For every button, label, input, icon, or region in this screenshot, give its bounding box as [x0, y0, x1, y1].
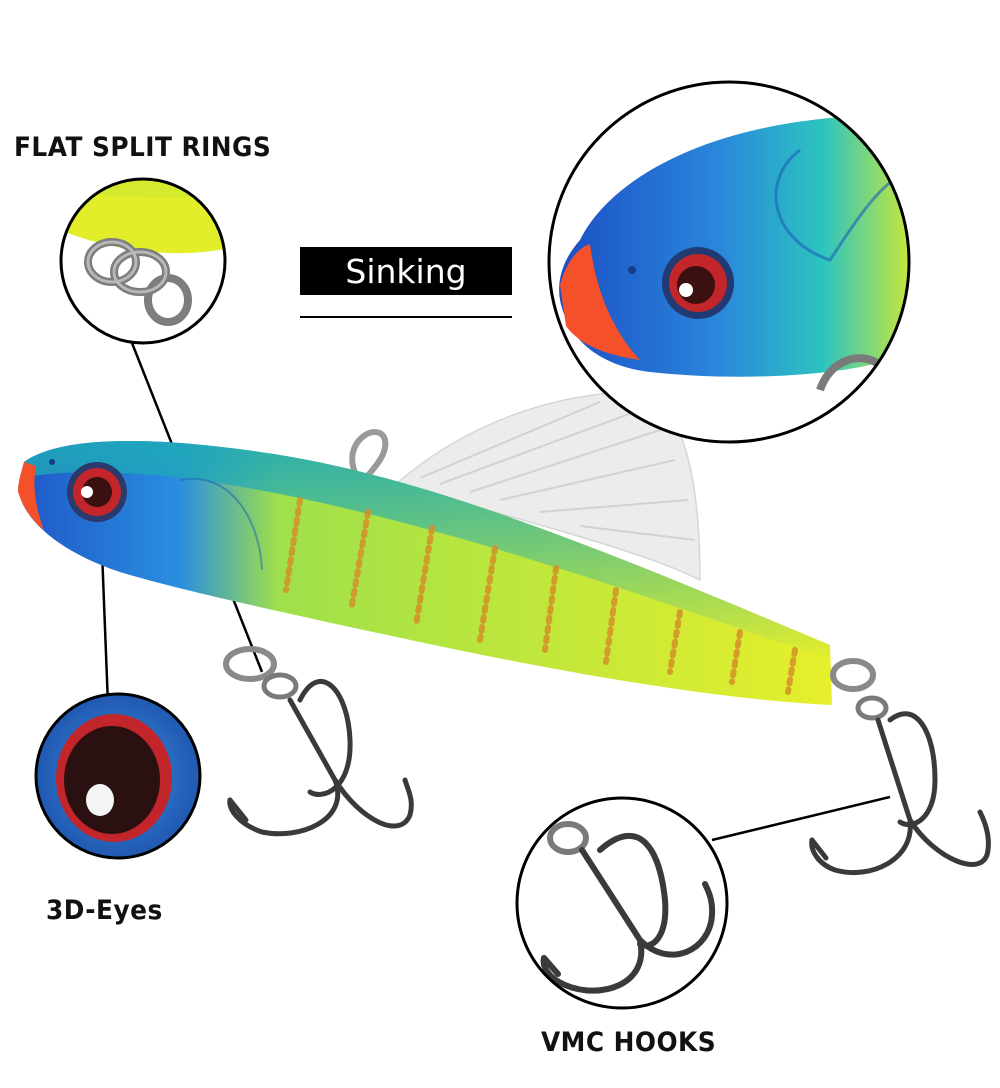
- zoom-flat-split-rings: [59, 177, 227, 345]
- front-treble-hook: [223, 646, 414, 837]
- flat-split-rings-label: FLAT SPLIT RINGS: [14, 132, 272, 163]
- zoom-3d-eye: [34, 692, 202, 860]
- sinking-underline: [300, 316, 512, 318]
- vmc-hooks-label: VMC HOOKS: [541, 1027, 717, 1058]
- lure-body: [18, 441, 832, 705]
- sinking-badge: Sinking: [300, 247, 512, 295]
- line-tie-icon: [349, 429, 389, 480]
- rear-treble-hook: [809, 658, 991, 876]
- zoom-lure-head: [547, 80, 911, 444]
- zoom-vmc-hooks: [515, 796, 729, 1010]
- 3d-eyes-label: 3D-Eyes: [46, 895, 163, 926]
- tail-fin: [394, 391, 701, 582]
